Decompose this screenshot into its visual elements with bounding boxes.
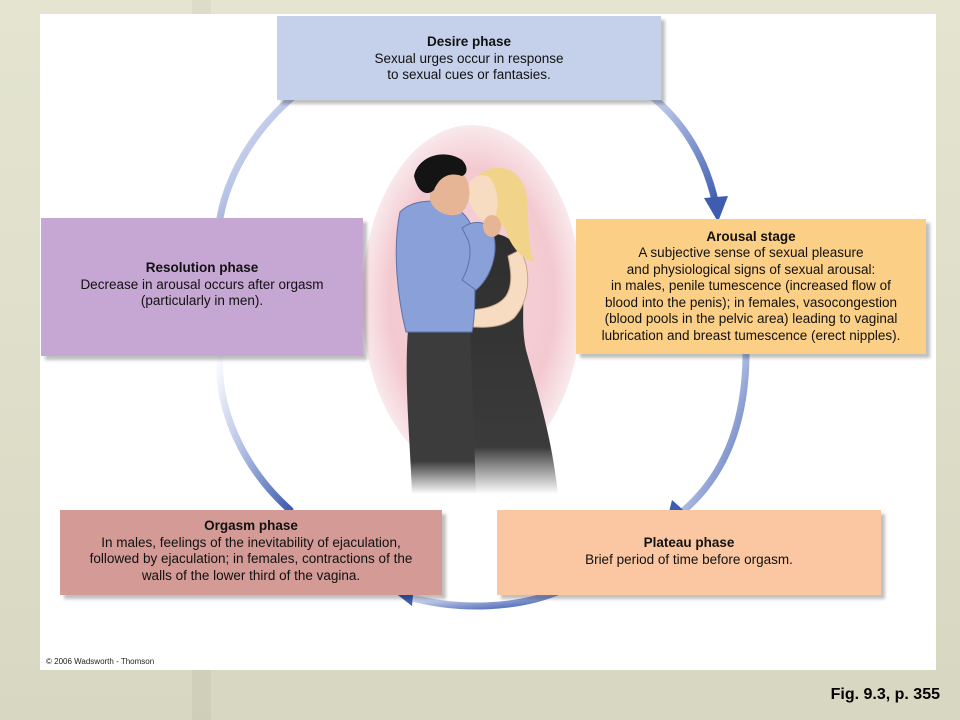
desire-phase-title: Desire phase bbox=[426, 34, 512, 49]
arrow-arousal-to-plateau bbox=[678, 348, 750, 516]
man-shirt bbox=[395, 200, 478, 333]
resolution-phase-text: Decrease in arousal occurs after orgasm … bbox=[80, 276, 324, 309]
resolution-phase-title: Resolution phase bbox=[145, 260, 259, 275]
man-arm bbox=[461, 221, 496, 291]
plateau-phase-text: Brief period of time before orgasm. bbox=[585, 551, 793, 567]
woman-face bbox=[467, 175, 498, 222]
arrow-orgasm-to-resolution bbox=[215, 346, 294, 514]
arrow-plateau-to-orgasm bbox=[402, 586, 566, 610]
orgasm-phase-text: In males, feelings of the inevitability … bbox=[89, 534, 413, 583]
resolution-phase-box: Resolution phase Decrease in arousal occ… bbox=[41, 218, 363, 356]
figure-caption: Fig. 9.3, p. 355 bbox=[830, 686, 940, 703]
copyright-notice: © 2006 Wadsworth - Thomson bbox=[46, 657, 155, 666]
man-hair bbox=[414, 154, 467, 194]
orgasm-phase-title: Orgasm phase bbox=[204, 518, 298, 533]
arousal-stage-text: A subjective sense of sexual pleasure an… bbox=[601, 245, 901, 343]
orgasm-phase-box: Orgasm phase In males, feelings of the i… bbox=[60, 510, 442, 595]
plateau-phase-box: Plateau phase Brief period of time befor… bbox=[497, 510, 881, 595]
desire-phase-text: Sexual urges occur in response to sexual… bbox=[374, 50, 564, 83]
plateau-phase-title: Plateau phase bbox=[643, 535, 735, 550]
desire-phase-box: Desire phase Sexual urges occur in respo… bbox=[277, 16, 661, 100]
man-trousers bbox=[406, 330, 476, 494]
man-hand bbox=[483, 215, 501, 237]
arousal-stage-title: Arousal stage bbox=[706, 228, 796, 244]
woman-dress bbox=[468, 233, 558, 495]
arousal-stage-box: Arousal stage A subjective sense of sexu… bbox=[576, 219, 926, 354]
arrowhead-arousal bbox=[704, 196, 728, 222]
kissing-couple-illustration bbox=[362, 125, 582, 495]
